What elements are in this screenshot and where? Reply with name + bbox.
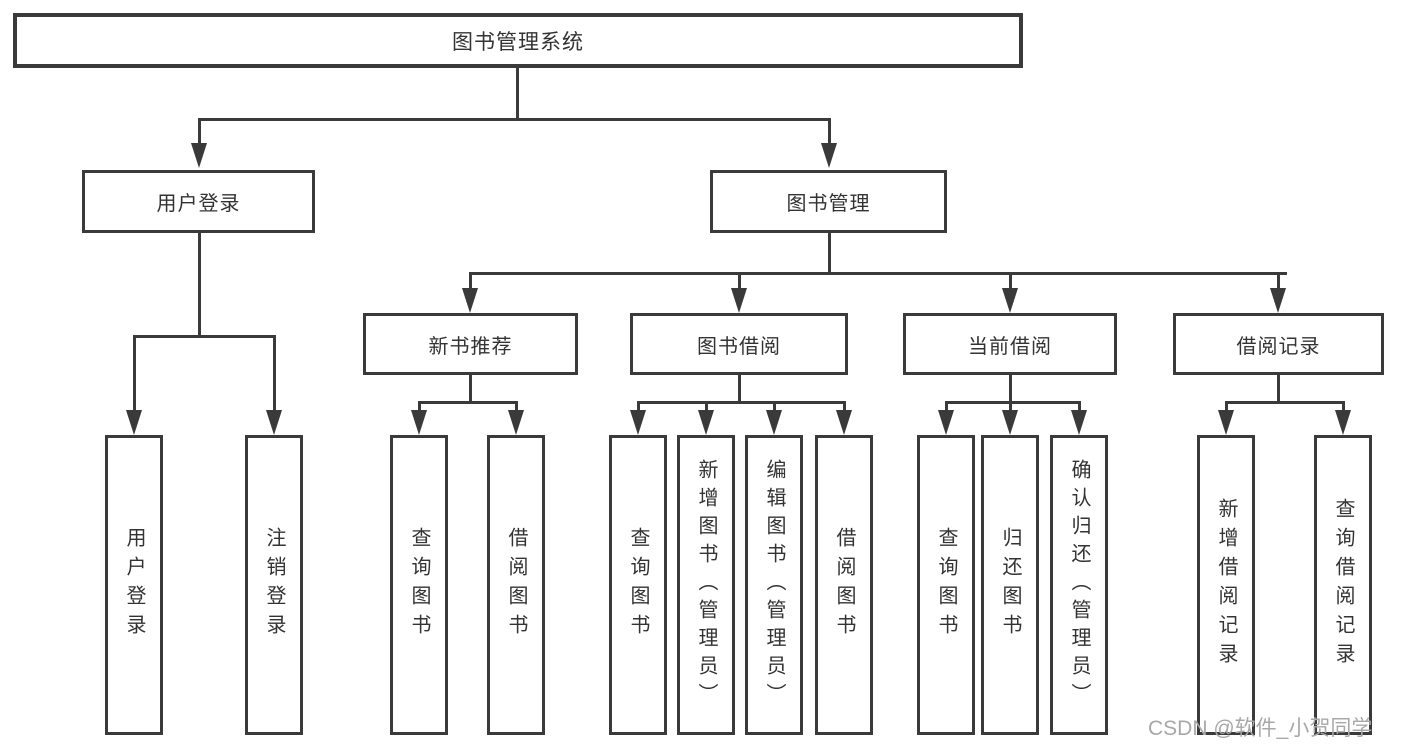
connector-hline bbox=[637, 401, 846, 404]
node-borrow-records-label: 借阅记录 bbox=[1236, 335, 1321, 358]
arrow-down-icon bbox=[766, 410, 782, 435]
arrow-down-icon bbox=[126, 410, 142, 435]
node-current-borrow-label: 当前借阅 bbox=[968, 335, 1052, 358]
arrow-down-icon bbox=[266, 410, 282, 435]
leaf-add-book-admin: 新增图书（管理员） bbox=[677, 435, 735, 735]
arrow-stem bbox=[418, 401, 421, 410]
arrow-stem bbox=[1342, 401, 1345, 410]
leaf-edit-book-admin: 编辑图书（管理员） bbox=[745, 435, 803, 735]
node-new-book-recommend: 新书推荐 bbox=[363, 313, 578, 375]
arrow-down-icon bbox=[836, 410, 852, 435]
leaf-query-books-recommend: 查询图书 bbox=[390, 435, 448, 735]
arrow-stem bbox=[198, 118, 201, 144]
arrow-down-icon bbox=[411, 410, 427, 435]
arrow-stem bbox=[273, 335, 276, 410]
node-book-borrow-label: 图书借阅 bbox=[697, 335, 781, 358]
arrow-stem bbox=[773, 401, 776, 410]
node-current-borrow: 当前借阅 bbox=[903, 313, 1117, 375]
arrow-stem bbox=[945, 401, 948, 410]
node-book-borrow: 图书借阅 bbox=[630, 313, 848, 375]
connector-hline bbox=[945, 401, 1081, 404]
arrow-down-icon bbox=[1218, 410, 1234, 435]
arrow-stem bbox=[469, 272, 472, 289]
arrow-down-icon bbox=[1071, 410, 1087, 435]
leaf-query-books-recommend-label: 查询图书 bbox=[408, 527, 430, 643]
node-book-management: 图书管理 bbox=[710, 170, 947, 233]
arrow-stem bbox=[637, 401, 640, 410]
connector-hline bbox=[469, 272, 1287, 275]
leaf-query-books-current-label: 查询图书 bbox=[935, 527, 957, 643]
arrow-stem bbox=[843, 401, 846, 410]
leaf-logout-label: 注销登录 bbox=[263, 527, 285, 643]
leaf-query-borrow-record-label: 查询借阅记录 bbox=[1332, 498, 1354, 672]
leaf-add-borrow-record: 新增借阅记录 bbox=[1197, 435, 1255, 735]
leaf-borrow-books: 借阅图书 bbox=[815, 435, 873, 735]
node-borrow-records: 借阅记录 bbox=[1173, 313, 1384, 375]
arrow-stem bbox=[738, 272, 741, 289]
leaf-add-book-admin-label: 新增图书（管理员） bbox=[695, 459, 717, 711]
arrow-stem bbox=[1009, 272, 1012, 289]
leaf-return-books: 归还图书 bbox=[981, 435, 1039, 735]
arrow-stem bbox=[1078, 401, 1081, 410]
leaf-add-borrow-record-label: 新增借阅记录 bbox=[1215, 498, 1237, 672]
arrow-down-icon bbox=[1270, 288, 1286, 313]
leaf-logout: 注销登录 bbox=[245, 435, 303, 735]
arrow-stem bbox=[1009, 401, 1012, 410]
connector-hline bbox=[133, 335, 275, 338]
arrow-down-icon bbox=[698, 410, 714, 435]
connector-hline bbox=[198, 118, 831, 121]
leaf-user-login: 用户登录 bbox=[105, 435, 163, 735]
connector-vline bbox=[738, 375, 741, 401]
arrow-stem bbox=[133, 335, 136, 410]
leaf-query-books-current: 查询图书 bbox=[917, 435, 975, 735]
arrow-down-icon bbox=[1002, 288, 1018, 313]
leaf-query-books-borrow-label: 查询图书 bbox=[627, 527, 649, 643]
arrow-stem bbox=[1277, 272, 1280, 289]
arrow-stem bbox=[828, 118, 831, 144]
leaf-borrow-books-recommend-label: 借阅图书 bbox=[505, 527, 527, 643]
leaf-borrow-books-recommend: 借阅图书 bbox=[487, 435, 545, 735]
arrow-stem bbox=[515, 401, 518, 410]
arrow-down-icon bbox=[1002, 410, 1018, 435]
arrow-down-icon bbox=[462, 288, 478, 313]
leaf-confirm-return-admin-label: 确认归还（管理员） bbox=[1068, 459, 1090, 711]
leaf-confirm-return-admin: 确认归还（管理员） bbox=[1050, 435, 1108, 735]
connector-vline bbox=[1277, 375, 1280, 401]
arrow-down-icon bbox=[191, 143, 207, 168]
node-root: 图书管理系统 bbox=[13, 13, 1023, 68]
connector-hline bbox=[1225, 401, 1345, 404]
leaf-borrow-books-label: 借阅图书 bbox=[833, 527, 855, 643]
leaf-user-login-label: 用户登录 bbox=[123, 527, 145, 643]
arrow-stem bbox=[1225, 401, 1228, 410]
csdn-watermark: CSDN @软件_小贺同学 bbox=[1148, 717, 1373, 740]
arrow-down-icon bbox=[731, 288, 747, 313]
arrow-down-icon bbox=[630, 410, 646, 435]
node-new-book-recommend-label: 新书推荐 bbox=[428, 335, 513, 358]
node-user-login-label: 用户登录 bbox=[156, 193, 241, 215]
connector-vline bbox=[469, 375, 472, 401]
leaf-return-books-label: 归还图书 bbox=[999, 527, 1021, 643]
connector-hline bbox=[418, 401, 518, 404]
arrow-down-icon bbox=[508, 410, 524, 435]
connector-vline bbox=[1009, 375, 1012, 401]
leaf-query-borrow-record: 查询借阅记录 bbox=[1314, 435, 1372, 735]
arrow-down-icon bbox=[821, 143, 837, 168]
node-user-login: 用户登录 bbox=[82, 170, 315, 233]
connector-vline bbox=[828, 233, 831, 272]
connector-vline bbox=[198, 233, 201, 335]
arrow-down-icon bbox=[1335, 410, 1351, 435]
node-root-label: 图书管理系统 bbox=[452, 30, 584, 54]
leaf-query-books-borrow: 查询图书 bbox=[609, 435, 667, 735]
leaf-edit-book-admin-label: 编辑图书（管理员） bbox=[763, 459, 785, 711]
node-book-management-label: 图书管理 bbox=[786, 193, 871, 215]
arrow-down-icon bbox=[938, 410, 954, 435]
arrow-stem bbox=[705, 401, 708, 410]
connector-vline bbox=[516, 68, 519, 118]
